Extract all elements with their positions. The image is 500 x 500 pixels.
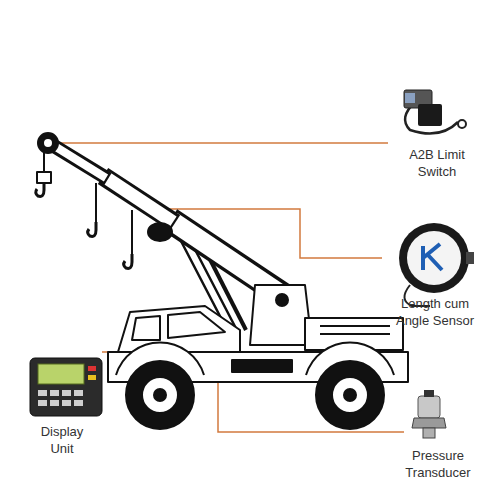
callout-label: A2B Limit Switch [397,147,477,181]
outrigger [232,360,292,372]
display-button [74,400,83,406]
boom-fly [56,147,106,178]
display-button [50,390,59,396]
leader-lines [52,143,404,432]
a2b-switch-picture [404,90,466,134]
transducer-body [418,396,440,418]
boom-fly [54,146,108,179]
hook [124,254,132,268]
hook-rope [95,183,97,222]
wheel [126,361,194,429]
callout-label: Display Unit [34,424,90,458]
cab-window [132,316,160,340]
transducer-thread [423,428,435,438]
engine-grille [320,325,390,327]
transducer-picture [412,390,446,438]
hook [88,222,96,236]
display-button [62,390,71,396]
sheave [38,133,58,153]
sensor-connector [466,252,474,264]
hook [36,183,44,196]
display-unit-picture [30,358,102,416]
switch-plate [405,93,415,103]
display-button [62,400,71,406]
engine-grille [320,333,390,335]
wheel-hub [154,389,166,401]
reel-sensor-picture [399,223,474,306]
sensor-logo [423,244,442,270]
display-button [38,390,47,396]
hook-block [37,172,51,183]
boom-plate [148,223,172,241]
leader-line [52,142,388,144]
display-lamp [88,375,96,380]
sensor-face [407,231,461,285]
display-button [50,400,59,406]
display-lamp [88,366,96,371]
boom-mid [103,176,175,223]
display-case [30,358,102,416]
transducer-nut [412,418,446,428]
wheel-rim [142,377,178,413]
hook-rope [131,210,133,254]
wheel-hub [344,389,356,401]
hook-rope [43,152,45,172]
turret [250,285,312,345]
transducer-plug [424,390,434,397]
display-button [74,390,83,396]
switch-box [418,104,442,126]
sheave [43,138,53,148]
switch-weight [458,120,466,128]
callout-label: Pressure Transducer [398,448,478,482]
wheel-rim [332,377,368,413]
display-buttons [38,390,83,406]
boom-mid [105,177,173,222]
wheel [316,361,384,429]
display-button [38,400,47,406]
callout-label: Length cum Angle Sensor [389,296,481,330]
boom-pivot [276,294,288,306]
sensor-drum [399,223,469,293]
cab-window [168,312,225,338]
display-screen [38,364,84,384]
